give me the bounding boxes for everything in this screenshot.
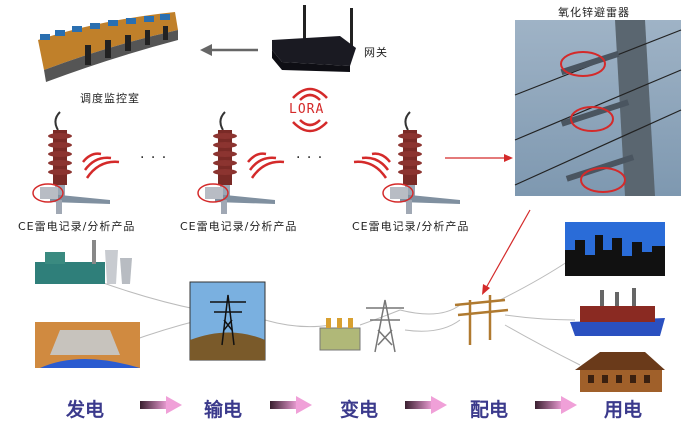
arrester-photo-label: 氧化锌避雷器 — [558, 6, 630, 19]
arrester-product-1 — [32, 111, 121, 215]
lora-wireless-icon — [292, 87, 328, 133]
control-room-label: 调度监控室 — [80, 92, 140, 105]
substation-pylon-image — [366, 299, 404, 353]
distribution-pole-image — [454, 295, 509, 345]
lora-label: LORA — [289, 102, 325, 117]
control-room-image — [38, 12, 178, 82]
city-skyline-image — [565, 222, 665, 276]
product-label-1: CE雷电记录/分析产品 — [18, 220, 136, 233]
stage-consumption: 用电 — [604, 399, 643, 421]
stage-transmission: 输电 — [204, 399, 243, 421]
transmission-tower-image — [189, 281, 266, 361]
product-label-2: CE雷电记录/分析产品 — [180, 220, 298, 233]
gateway-router-image — [272, 5, 356, 72]
stage-arrow-1 — [140, 396, 182, 414]
arrester-product-2 — [197, 111, 286, 215]
factory-image — [570, 288, 665, 336]
stage-arrow-4 — [535, 396, 577, 414]
stage-transformation: 变电 — [340, 399, 379, 421]
ellipsis-1: · · · — [140, 150, 168, 166]
stage-generation: 发电 — [66, 399, 105, 421]
power-plant-image — [35, 240, 132, 284]
gateway-label: 网关 — [364, 46, 388, 59]
house-image — [575, 352, 665, 392]
zinc-oxide-arrester-photo — [514, 20, 682, 196]
stage-arrow-2 — [270, 396, 312, 414]
stage-arrow-3 — [405, 396, 447, 414]
transformer-image — [319, 318, 361, 351]
ellipsis-2: · · · — [296, 150, 324, 166]
stage-distribution: 配电 — [470, 399, 509, 421]
hydro-dam-image — [35, 322, 140, 368]
arrester-product-3 — [352, 111, 461, 215]
product-label-3: CE雷电记录/分析产品 — [352, 220, 470, 233]
